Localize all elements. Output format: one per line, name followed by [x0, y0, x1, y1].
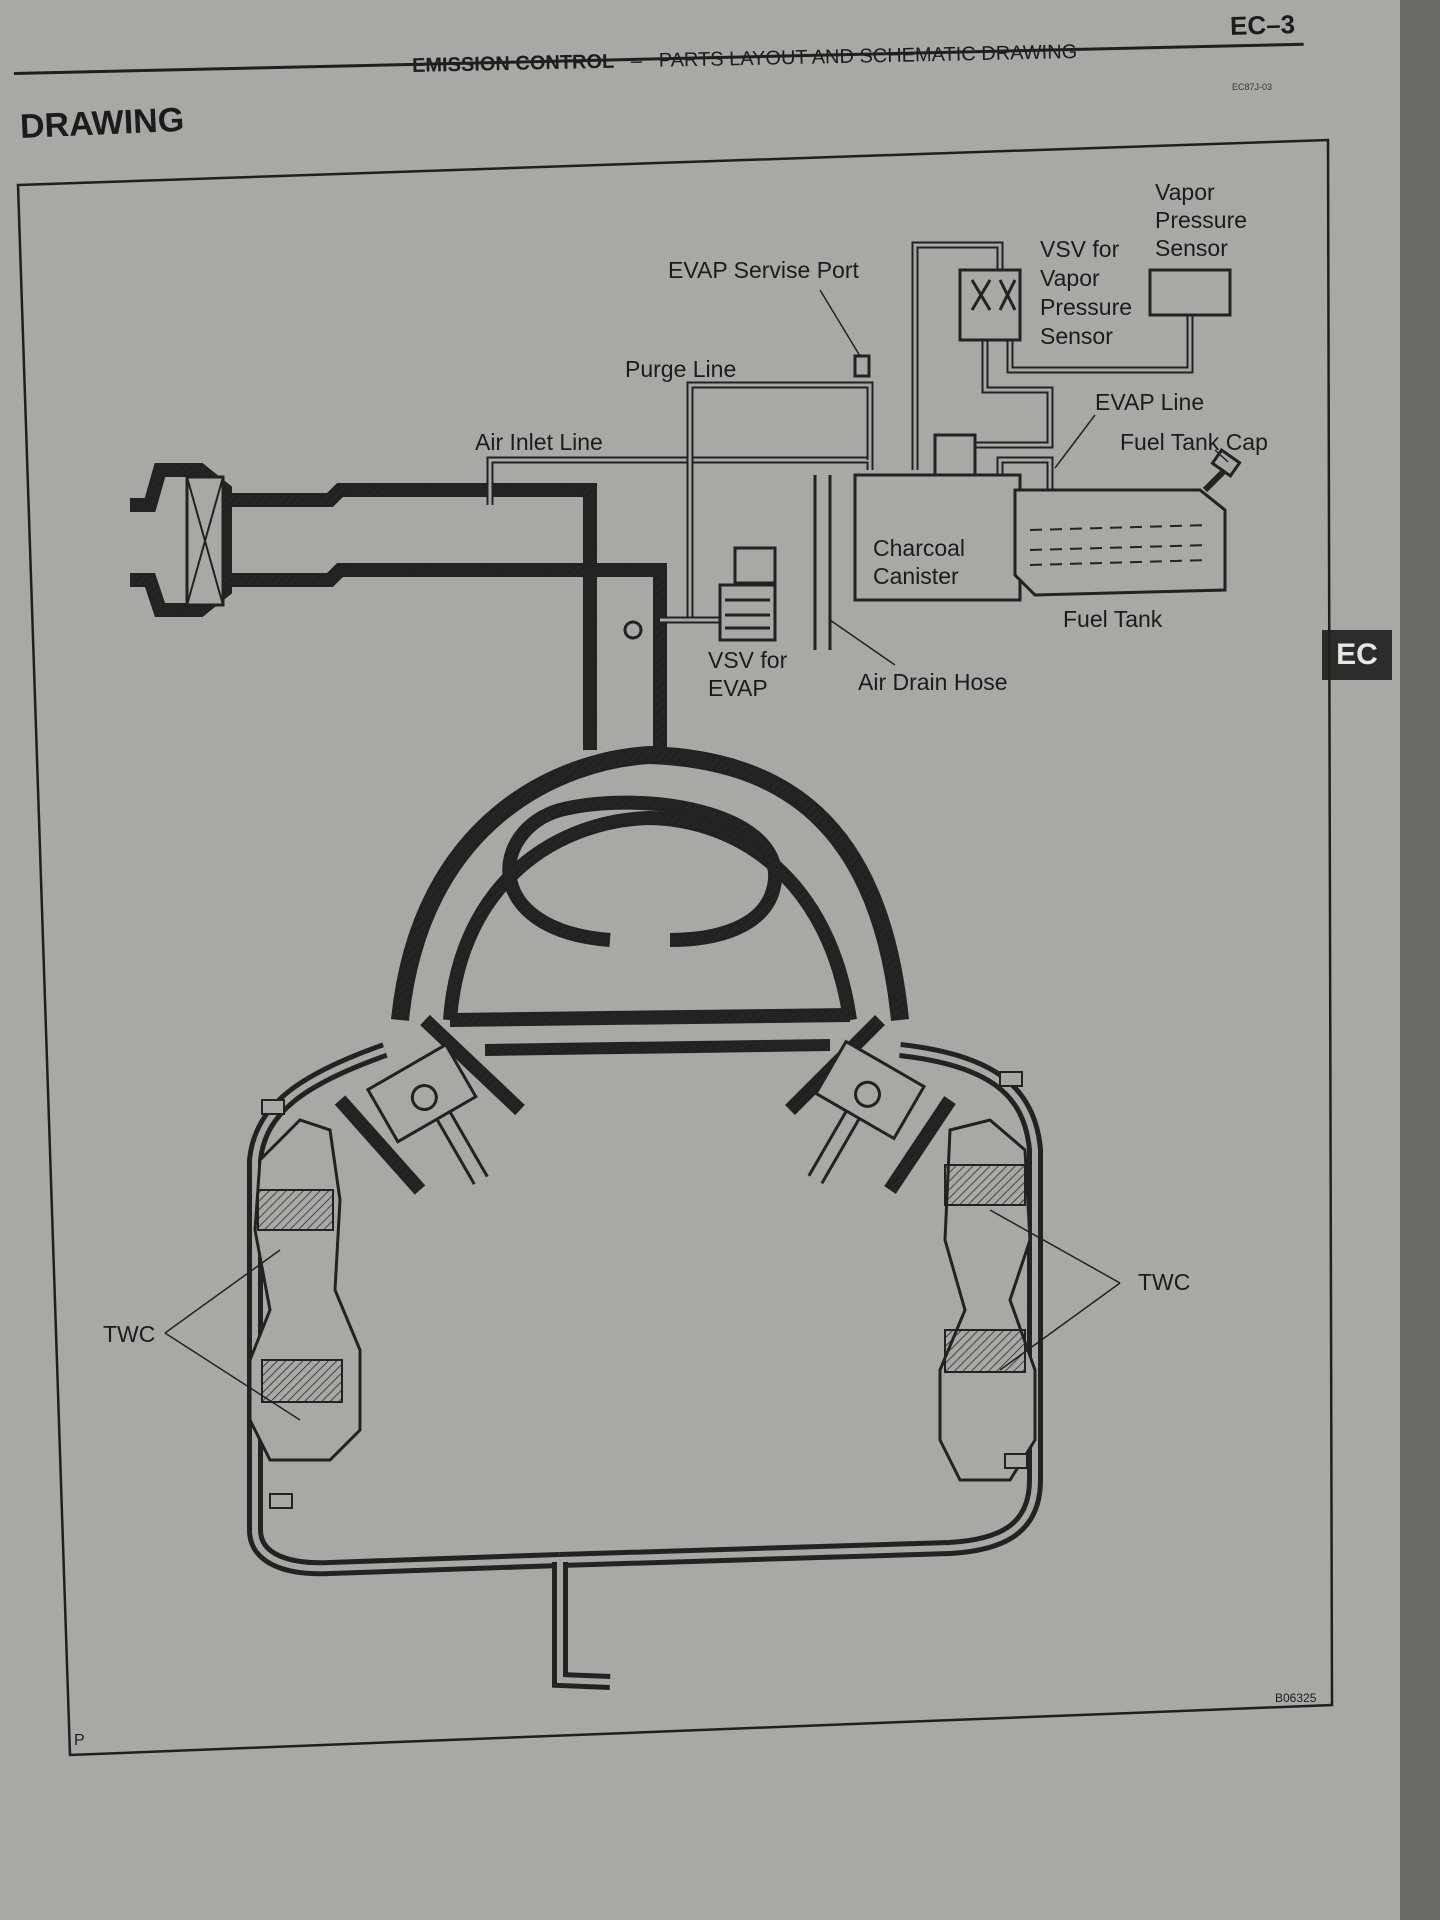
fuel-tank — [1013, 448, 1242, 597]
label-charcoal-canister-2: Canister — [873, 563, 959, 589]
label-fuel-tank: Fuel Tank — [1063, 606, 1163, 632]
label-evap-line: EVAP Line — [1095, 389, 1204, 415]
drawing-frame — [16, 138, 1334, 1757]
label-twc-left: TWC — [103, 1321, 155, 1347]
label-air-inlet-line: Air Inlet Line — [475, 429, 603, 455]
leader-lines — [164, 289, 1229, 1421]
document-code: EC87J-03 — [1232, 82, 1273, 92]
label-vsv-vps-1: VSV for — [1040, 236, 1120, 262]
label-vsv-evap-1: VSV for — [708, 647, 788, 673]
label-charcoal-canister-1: Charcoal — [873, 535, 965, 561]
manual-page — [0, 0, 1400, 1920]
exhaust-system — [247, 1042, 1043, 1690]
label-fuel-tank-cap: Fuel Tank Cap — [1120, 429, 1268, 455]
label-vsv-vps-4: Sensor — [1040, 323, 1113, 349]
charcoal-canister — [853, 433, 1022, 602]
page-letter: P — [74, 1732, 85, 1749]
label-twc-right: TWC — [1138, 1269, 1190, 1295]
air-cleaner — [130, 463, 667, 750]
diagram-labels: Vapor Pressure Sensor VSV for Vapor Pres… — [103, 179, 1317, 1705]
vsv-for-evap — [623, 546, 777, 642]
vapor-pressure-sensor — [1148, 268, 1232, 317]
label-vsv-vps-3: Pressure — [1040, 294, 1132, 320]
next-page-edge — [1400, 0, 1440, 1920]
label-evap-service-port: EVAP Servise Port — [668, 257, 860, 283]
vsv-vapor-pressure-sensor — [958, 268, 1022, 342]
label-purge-line: Purge Line — [625, 356, 736, 382]
label-vsv-evap-2: EVAP — [708, 675, 768, 701]
label-vapor-pressure-sensor-1: Vapor — [1155, 179, 1215, 205]
section-tab: EC — [1322, 630, 1392, 680]
label-vapor-pressure-sensor-2: Pressure — [1155, 207, 1247, 233]
figure-code: B06325 — [1275, 1691, 1317, 1705]
engine-block — [334, 1008, 956, 1195]
label-vapor-pressure-sensor-3: Sensor — [1155, 235, 1228, 261]
label-vsv-vps-2: Vapor — [1040, 265, 1100, 291]
label-air-drain-hose: Air Drain Hose — [858, 669, 1008, 695]
emission-schematic: Vapor Pressure Sensor VSV for Vapor Pres… — [16, 138, 1334, 1757]
intake-manifold — [391, 745, 909, 1021]
